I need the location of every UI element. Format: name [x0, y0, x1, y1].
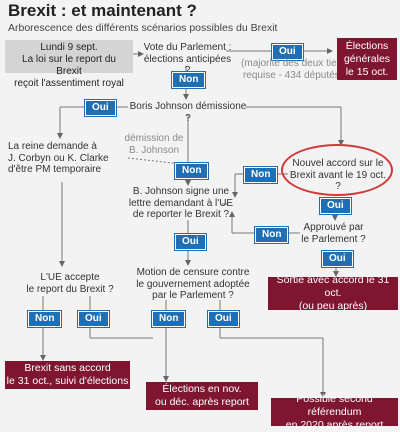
- no-deal-box: Brexit sans accord le 31 oct., suivi d'é…: [5, 361, 130, 389]
- new-agreement-node: Nouvel accord sur le Brexit avant le 19 …: [289, 158, 387, 192]
- highlight-ellipse: [281, 144, 393, 196]
- oui-pill-agreement: Oui: [320, 198, 351, 214]
- boris-resign-node: Boris Johnson démissione ?: [129, 101, 247, 124]
- resignation-note: démission de B. Johnson: [124, 133, 184, 156]
- oui-pill-vote: Oui: [272, 44, 303, 60]
- non-pill-agreement: Non: [244, 167, 278, 183]
- non-pill-vote: Non: [172, 72, 206, 88]
- majority-note: (majorité des deux tiers requise - 434 d…: [241, 58, 345, 81]
- queen-ask-node: La reine demande à J. Corbyn ou K. Clark…: [8, 141, 109, 175]
- oui-pill-sign: Oui: [175, 234, 206, 250]
- elections-report-box: Élections en nov. ou déc. après report: [146, 382, 258, 410]
- boris-sign-node: B. Johnson signe une lettre demandant à …: [128, 186, 234, 220]
- censure-node: Motion de censure contre le gouvernement…: [136, 267, 250, 301]
- non-pill-eu: Non: [28, 311, 62, 327]
- vote-parliament-node: Vote du Parlement : élections anticipées…: [143, 42, 232, 76]
- page-subtitle: Arborescence des différents scénarios po…: [8, 22, 278, 34]
- oui-pill-censure: Oui: [208, 311, 239, 327]
- non-pill-resign: Non: [175, 163, 209, 179]
- oui-pill-eu: Oui: [78, 311, 109, 327]
- non-pill-sign: Non: [255, 227, 289, 243]
- oui-pill-resign: Oui: [85, 100, 116, 116]
- oui-pill-approved: Oui: [322, 251, 353, 267]
- non-pill-censure: Non: [152, 311, 186, 327]
- referendum-box: Possible second référendum en 2020 après…: [271, 393, 398, 431]
- exit-agreement-box: Sortie avec accord le 31 oct. (ou peu ap…: [268, 274, 398, 312]
- start-box: Lundi 9 sept. La loi sur le report du Br…: [5, 40, 133, 89]
- page-title: Brexit : et maintenant ?: [8, 1, 197, 20]
- approved-node: Approuvé par le Parlement ?: [301, 222, 366, 245]
- elections-oct-box: Élections générales le 15 oct.: [337, 38, 397, 80]
- eu-accept-node: L'UE accepte le report du Brexit ?: [26, 272, 114, 295]
